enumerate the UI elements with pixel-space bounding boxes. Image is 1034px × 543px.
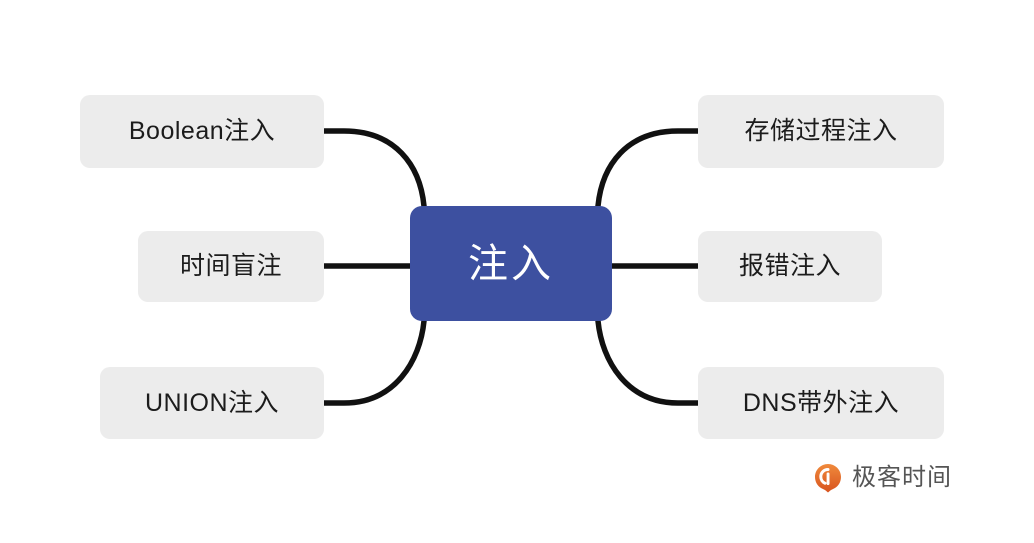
brand-name: 极客时间 xyxy=(852,464,952,491)
connector-union xyxy=(321,318,427,406)
geektime-logo-icon xyxy=(812,462,844,494)
connector-boolean xyxy=(321,128,427,209)
node-label: 时间盲注 xyxy=(179,252,282,280)
central-node-label: 注入 xyxy=(468,241,554,286)
node-label: DNS带外注入 xyxy=(742,388,900,417)
connector-dns xyxy=(595,318,701,406)
node-stored-procedure-injection[interactable]: 存储过程注入 xyxy=(698,95,944,168)
node-boolean-injection[interactable]: Boolean注入 xyxy=(80,95,324,168)
node-error-based-injection[interactable]: 报错注入 xyxy=(698,231,882,302)
node-dns-outofband-injection[interactable]: DNS带外注入 xyxy=(698,367,944,439)
node-label: 报错注入 xyxy=(738,252,841,280)
node-union-injection[interactable]: UNION注入 xyxy=(100,367,324,439)
connector-procedure xyxy=(595,128,701,209)
node-central-injection[interactable]: 注入 xyxy=(410,206,612,321)
node-label: Boolean注入 xyxy=(128,117,276,145)
node-time-blind-injection[interactable]: 时间盲注 xyxy=(138,231,324,302)
node-label: UNION注入 xyxy=(144,388,280,417)
brand-watermark: 极客时间 xyxy=(812,462,952,494)
node-label: 存储过程注入 xyxy=(744,117,898,145)
